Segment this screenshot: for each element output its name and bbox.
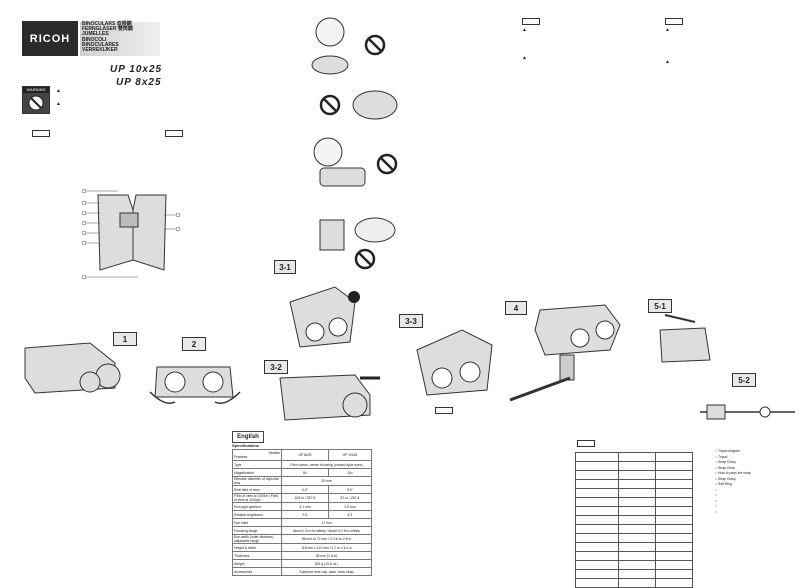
list-item: ○ Strap Hook bbox=[715, 465, 735, 470]
language-item: JUMELLES bbox=[82, 31, 109, 38]
spec-cell: 6.2° bbox=[281, 485, 329, 494]
spec-cell: 56 mm to 72 mm / 2.2 in to 2.8 in bbox=[281, 534, 372, 544]
spec-col-a: UP 8x25 bbox=[281, 449, 329, 461]
spec-row-label: Height & width bbox=[232, 543, 282, 552]
parts-list: ○ Tripod Adapter ○ Tripod ○ Strap Clasp … bbox=[715, 449, 751, 515]
model-name-8x25: UP 8x25 bbox=[116, 77, 162, 88]
binocular-illustration-1 bbox=[24, 342, 121, 394]
binocular-illustration-3-3 bbox=[416, 329, 493, 396]
spec-cell: 38 mm (1.5 in) bbox=[281, 551, 372, 560]
language-item: BINOCULARES bbox=[82, 41, 119, 48]
section-marker-box bbox=[522, 18, 540, 25]
spec-cell: 108 m / 357 ft bbox=[281, 493, 329, 503]
binocular-illustration-2 bbox=[149, 366, 241, 404]
binocular-illustration-3-2 bbox=[279, 374, 380, 421]
language-item: FERNGLÄSER 雙筒鏡 bbox=[82, 26, 133, 33]
spec-row-label: Effective diameter of objective lens bbox=[232, 476, 282, 486]
list-item: ○ bbox=[715, 498, 718, 503]
list-item: ○ Tripod Adapter bbox=[715, 449, 741, 453]
language-item: BINOCOLI bbox=[82, 36, 107, 43]
foreign-spec-table bbox=[575, 452, 693, 588]
spec-cell: 2.5 mm bbox=[327, 502, 373, 511]
list-item: ○ bbox=[715, 493, 718, 497]
warning-triangle-icon: ▲ bbox=[665, 27, 670, 33]
spec-row-label: Eye-width (outer distance) adjustable ra… bbox=[232, 534, 282, 544]
spec-row-label: Exit pupil aperture bbox=[232, 502, 282, 511]
language-heading: English bbox=[232, 431, 264, 443]
step-2-badge: 2 bbox=[182, 337, 206, 351]
step-3-1-badge: 3-1 bbox=[274, 260, 296, 274]
spec-title: Specifications bbox=[232, 443, 260, 448]
model-name-10x25: UP 10x25 bbox=[110, 64, 163, 75]
spec-cell: 300 g (10.6 oz.) bbox=[281, 559, 372, 568]
brand-logo: RICOH bbox=[22, 21, 78, 56]
no-sun-icon bbox=[28, 95, 44, 111]
spec-row-label: Thickness bbox=[232, 551, 282, 560]
spec-cell: 3.1 mm bbox=[281, 502, 329, 511]
parts-diagram bbox=[81, 188, 181, 280]
step-1-badge: 1 bbox=[113, 332, 137, 346]
step-3-3-badge: 3-3 bbox=[399, 314, 423, 328]
warning-triangle-icon: ▲ bbox=[522, 27, 527, 33]
warning-triangle-icon: ▲ bbox=[522, 55, 527, 61]
list-item: ○ Tripod bbox=[715, 454, 728, 459]
spec-row-label: Weight bbox=[232, 559, 282, 568]
list-item: ○ Strap Clasp bbox=[715, 476, 736, 481]
spec-cell: 5.0° bbox=[327, 485, 373, 494]
tripod-illustration bbox=[509, 304, 621, 402]
step-4-badge: 4 bbox=[505, 301, 527, 315]
spec-row-label: Real field of view bbox=[232, 485, 282, 494]
strap-illustration-5-1 bbox=[659, 314, 711, 363]
spec-cell: 17 mm bbox=[281, 518, 372, 527]
section-marker-box bbox=[577, 440, 595, 447]
warning-label: WARNING bbox=[23, 87, 49, 93]
list-item: ○ Soft Ring bbox=[715, 482, 732, 486]
warning-pictogram: WARNING bbox=[22, 86, 50, 114]
spec-cell: 6.3 bbox=[327, 510, 373, 519]
list-item: ○ How to pass the strap bbox=[715, 471, 751, 475]
language-item: VERREKIJKER bbox=[82, 47, 118, 54]
spec-row-label: Field of view at 1000m / Field of view a… bbox=[232, 493, 282, 503]
spec-col-features: Features bbox=[234, 455, 248, 459]
spec-cell: 10x bbox=[327, 468, 373, 477]
spec-col-models: Models bbox=[269, 451, 280, 455]
warning-triangle-icon: ▲ bbox=[56, 88, 61, 94]
section-marker-box bbox=[435, 407, 453, 414]
spec-row-label: Relative brightness bbox=[232, 510, 282, 519]
spec-cell: 8x bbox=[281, 468, 329, 477]
spec-cell: 25 mm bbox=[281, 476, 372, 486]
warning-cartoons bbox=[311, 17, 398, 270]
spec-cell: 9.6 bbox=[281, 510, 329, 519]
list-item: ○ Strap Clasp bbox=[715, 460, 736, 464]
warning-triangle-icon: ▲ bbox=[665, 59, 670, 65]
spec-col-b: UP 10x25 bbox=[327, 449, 373, 461]
warning-triangle-icon: ▲ bbox=[56, 101, 61, 107]
strap-illustration-5-2 bbox=[700, 404, 795, 420]
spec-row-label: Accessories bbox=[232, 567, 282, 576]
spec-cell: About 1.8 m to infinity / About 6.2 ft t… bbox=[281, 526, 372, 535]
spec-row-label: Magnification bbox=[232, 468, 282, 477]
binocular-illustration-3-1 bbox=[289, 286, 360, 348]
list-item: ○ bbox=[715, 509, 718, 514]
step-5-2-badge: 5-2 bbox=[732, 373, 756, 387]
section-marker-box bbox=[32, 130, 50, 137]
language-item: BINOCULARS 双眼鏡 bbox=[82, 21, 132, 27]
spec-cell: Porro prism, center focusing (contact-ty… bbox=[281, 460, 372, 469]
spec-cell: 87 m / 267 ft bbox=[327, 493, 373, 503]
list-item: ○ bbox=[715, 504, 718, 508]
section-marker-box bbox=[165, 130, 183, 137]
step-3-2-badge: 3-2 bbox=[264, 360, 288, 374]
spec-row-label: Focusing range bbox=[232, 526, 282, 535]
spec-row-label: Type bbox=[232, 460, 282, 469]
spec-cell: Eyepiece lens cap, case, neck strap bbox=[281, 567, 372, 576]
list-item: ○ bbox=[715, 487, 718, 492]
spec-cell: 118 mm x 112 mm / 4.7 in x 4.4 in bbox=[281, 543, 372, 552]
step-5-1-badge: 5-1 bbox=[648, 299, 672, 313]
language-list: BINOCULARS 双眼鏡 FERNGLÄSER 雙筒鏡 JUMELLES B… bbox=[80, 21, 160, 56]
section-marker-box bbox=[665, 18, 683, 25]
spec-row-label: Eye relief bbox=[232, 518, 282, 527]
